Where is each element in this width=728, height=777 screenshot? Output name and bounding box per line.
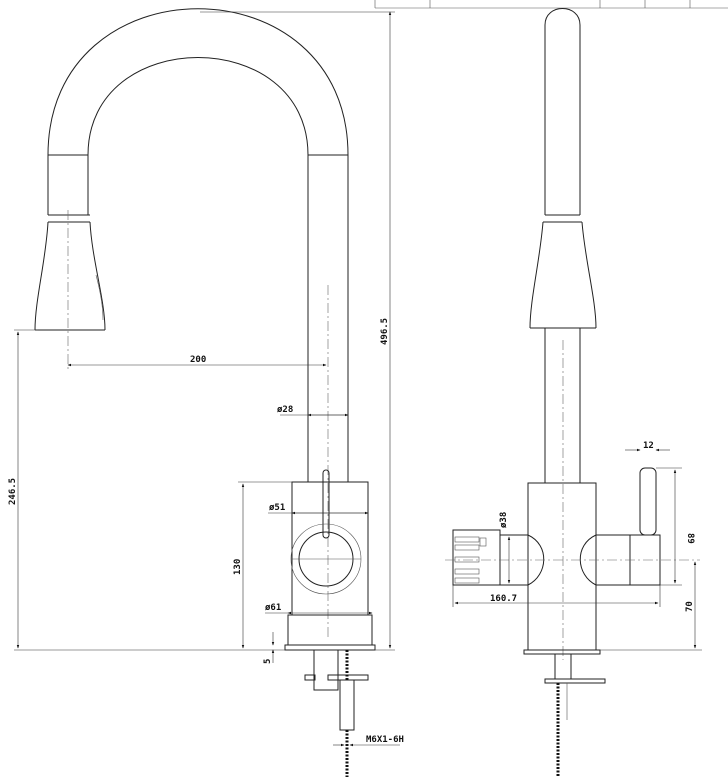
dim-side-diameter: ø38 xyxy=(499,512,511,584)
dim-handle-width: 12 xyxy=(625,441,670,452)
side-body xyxy=(445,467,700,777)
dim-pipe-diameter: ø28 xyxy=(277,405,349,417)
dim-label: ø51 xyxy=(269,503,285,513)
dim-label: 160.7 xyxy=(490,594,517,604)
dim-base-diameter: ø61 xyxy=(265,603,373,615)
dim-label: 70 xyxy=(685,601,695,612)
dim-handle-height: 89 xyxy=(656,467,695,586)
valve-body xyxy=(284,469,376,777)
spray-head xyxy=(34,155,106,370)
dim-total-height: 496.5 xyxy=(200,11,395,651)
dim-label: ø38 xyxy=(499,512,509,528)
dim-label: 246.5 xyxy=(8,478,18,505)
dim-side-height: 70 xyxy=(600,561,702,651)
side-view: 12 89 ø38 160.7 70 xyxy=(445,8,702,777)
title-block xyxy=(374,0,728,9)
dim-body-height: 130 xyxy=(233,481,292,649)
dim-spout-reach: 200 xyxy=(67,355,327,367)
cartridge-ribs xyxy=(454,536,487,584)
dim-label: 12 xyxy=(643,441,654,451)
front-view: 200 ø28 496.5 246.5 130 ø51 xyxy=(8,8,404,777)
spout-arch xyxy=(47,8,349,640)
dim-spout-height: 246.5 xyxy=(8,329,285,651)
dim-label: 496.5 xyxy=(380,318,390,345)
dim-side-width: 160.7 xyxy=(452,585,661,607)
dim-label: 130 xyxy=(233,559,243,575)
dim-body-diameter: ø51 xyxy=(268,503,369,515)
dim-label: 89 xyxy=(685,533,695,544)
dim-label: 200 xyxy=(190,355,206,365)
dim-label: 5 xyxy=(263,659,273,664)
dim-thread: M6X1-6H xyxy=(333,735,404,747)
dim-label: ø61 xyxy=(265,603,281,613)
dim-label: M6X1-6H xyxy=(366,735,404,745)
dim-base-thickness: 5 xyxy=(263,632,275,664)
dim-label: ø28 xyxy=(277,405,293,415)
side-spout xyxy=(529,8,597,660)
